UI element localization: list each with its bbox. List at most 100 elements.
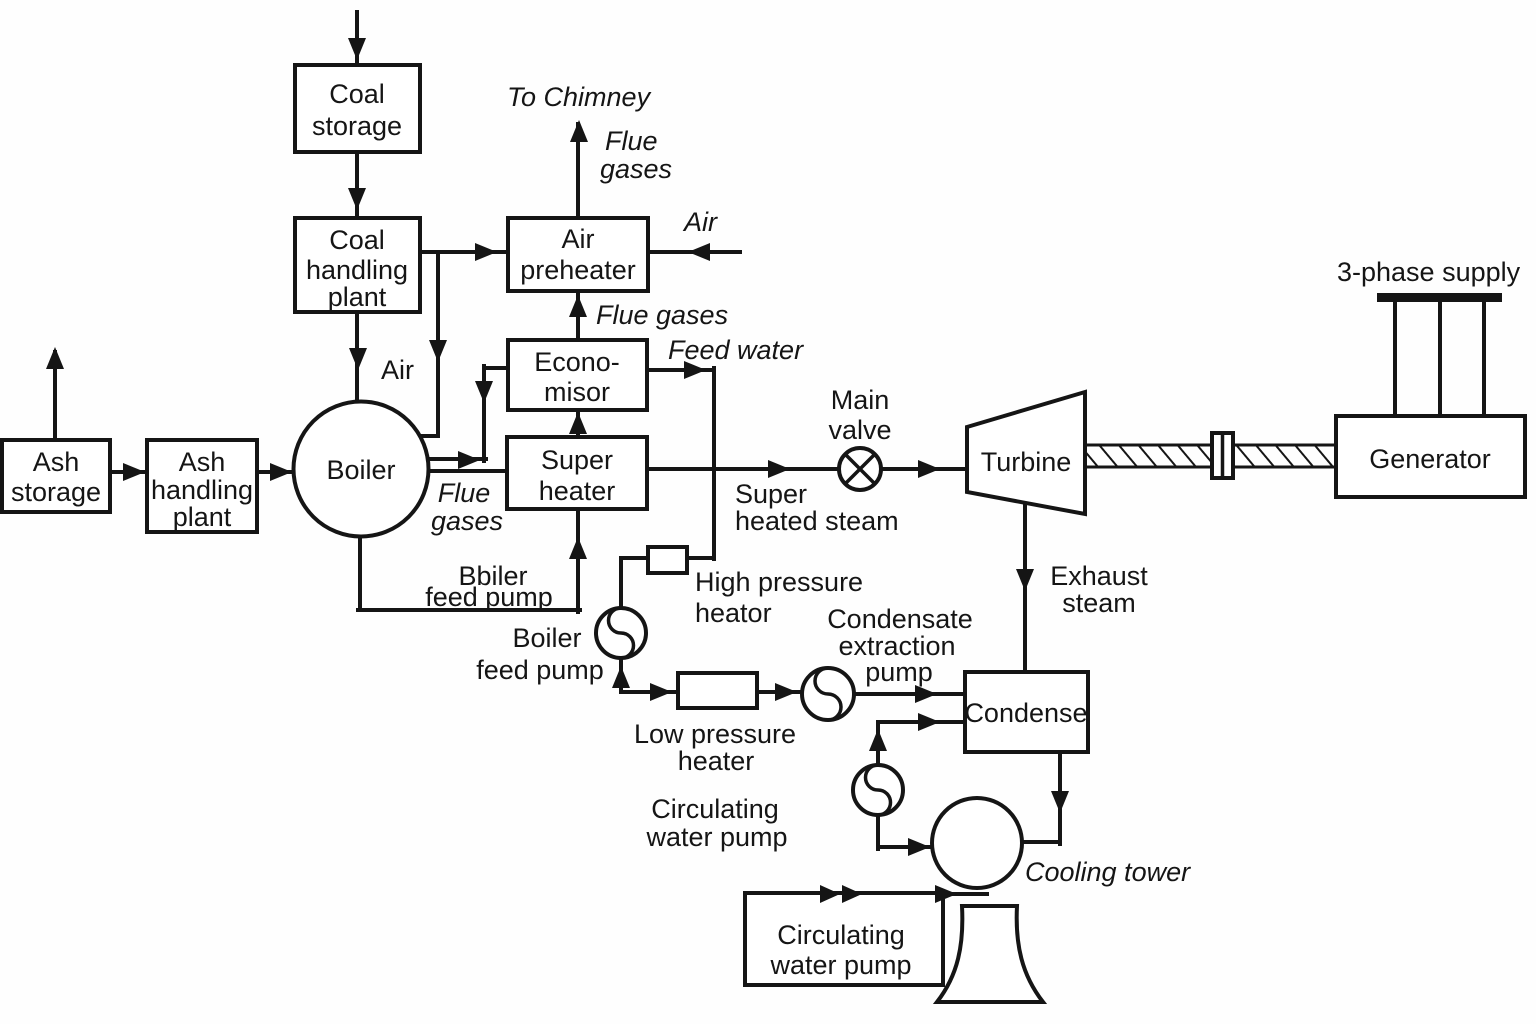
ash-storage-label: storage — [11, 477, 101, 507]
air-to-boiler-label: Air — [381, 355, 414, 385]
circulating-water-pump-label: Circulating — [651, 794, 779, 824]
arrow-into-economiser-bottom — [569, 412, 587, 434]
flue-gases-boiler-label: Flue — [438, 478, 491, 508]
coal-handling-box — [293, 216, 422, 314]
cooling-tower-shape — [932, 904, 1048, 1004]
cooling-tower-basin — [930, 796, 1024, 890]
arrow-condenser-down — [1051, 791, 1069, 813]
condensate-extraction-pump-label: pump — [865, 657, 933, 687]
high-pressure-heater-box — [646, 545, 689, 575]
arrow-air-intake — [688, 243, 710, 261]
arrow-coal-into-boiler — [349, 348, 367, 370]
bbiler-feed-pump-label: Bbiler — [458, 561, 527, 591]
labels: Coal storage Coal handling plant Ash sto… — [11, 79, 1521, 980]
circ-water-pump-box-label: water pump — [769, 950, 911, 980]
coal-storage-box — [293, 63, 422, 154]
arrowheads — [46, 38, 1069, 903]
high-pressure-heater-label: heator — [695, 598, 772, 628]
to-chimney-label: To Chimney — [507, 82, 652, 112]
low-pressure-heater-box — [676, 671, 759, 710]
turbine-label: Turbine — [981, 447, 1072, 477]
economiser-label: misor — [544, 377, 610, 407]
arrow-exhaust — [1016, 569, 1034, 591]
arrow-into-preheater-bottom — [569, 295, 587, 317]
condenser-box — [963, 670, 1090, 754]
superheater-label: Super — [541, 445, 613, 475]
boiler-feed-pump-label: feed pump — [476, 655, 604, 685]
feed-water-label: Feed water — [668, 335, 804, 365]
low-pressure-heater-label: Low pressure — [634, 719, 796, 749]
high-pressure-heater-label: High pressure — [695, 567, 863, 597]
arrow-into-tower-basin — [908, 838, 930, 856]
arrow-into-preheater — [475, 243, 497, 261]
coal-storage-label: storage — [312, 111, 402, 141]
arrow-cepump-condenser — [915, 685, 937, 703]
cooling-tower-label: Cooling tower — [1025, 857, 1191, 887]
arrow-to-chimney — [570, 120, 588, 142]
coal-storage-label: Coal — [329, 79, 385, 109]
main-valve-label: valve — [828, 415, 891, 445]
super-heated-steam-label: heated steam — [735, 506, 899, 536]
economiser-label: Econo- — [534, 347, 620, 377]
three-phase-supply-label: 3-phase supply — [1337, 257, 1521, 287]
ash-handling-label: plant — [173, 502, 232, 532]
air-preheater-label: Air — [562, 224, 595, 254]
arrow-circ-1 — [820, 885, 840, 903]
superheater-box — [505, 435, 649, 511]
arrow-into-coal-handling — [348, 188, 366, 210]
boiler-label: Boiler — [326, 455, 395, 485]
flue-gases-top-label: gases — [600, 154, 672, 184]
arrow-into-bfpump — [612, 666, 630, 688]
valve-x-2 — [843, 452, 877, 486]
arrow-into-superheater — [569, 537, 587, 559]
coal-handling-label: handling — [306, 255, 408, 285]
main-valve-label: Main — [831, 385, 890, 415]
condenser-label: Condense — [964, 698, 1087, 728]
ash-handling-box — [145, 438, 259, 534]
arrow-into-cepump — [775, 683, 797, 701]
flue-gases-mid-label: Flue gases — [596, 300, 728, 330]
coal-handling-label: plant — [328, 282, 387, 312]
exhaust-steam-label: Exhaust — [1050, 561, 1148, 591]
arrow-ash-to-boiler — [270, 463, 292, 481]
boiler-feed-pump-label: Boiler — [512, 623, 581, 653]
coal-handling-label: Coal — [329, 225, 385, 255]
arrow-ash-to-handling — [123, 463, 145, 481]
circ-water-pump-box-label: Circulating — [777, 920, 905, 950]
circulating-water-pump-s — [863, 763, 893, 817]
superheater-label: heater — [539, 476, 616, 506]
boiler-feed-pump-s — [606, 606, 636, 660]
arrow-into-condenser-low — [918, 713, 940, 731]
air-preheater-box — [506, 216, 650, 293]
super-heated-steam-label: Super — [735, 479, 807, 509]
arrow-steam-to-valve — [768, 460, 790, 478]
condensate-extraction-pump-label: extraction — [838, 631, 955, 661]
arrow-into-lpheater — [650, 683, 672, 701]
generator-label: Generator — [1369, 444, 1491, 474]
boiler-circle — [291, 399, 431, 539]
arrow-steam-to-turbine — [918, 460, 940, 478]
arrow-feed-water — [684, 361, 706, 379]
circulating-water-pump-label: water pump — [645, 822, 787, 852]
generator-box — [1334, 414, 1527, 499]
equipment — [0, 63, 1527, 1004]
arrow-ash-vent — [46, 347, 64, 369]
arrow-flue-right — [458, 451, 480, 469]
arrow-feed-down — [475, 381, 493, 403]
bbiler-feed-pump-label: feed pump — [425, 582, 553, 612]
arrow-circ-2 — [842, 885, 862, 903]
ash-storage-box — [0, 438, 112, 514]
ash-handling-label: Ash — [179, 447, 226, 477]
economiser-box — [506, 338, 649, 412]
air-preheater-label: preheater — [520, 255, 636, 285]
ash-handling-label: handling — [151, 475, 253, 505]
low-pressure-heater-label: heater — [678, 746, 755, 776]
condensate-extraction-pump-s — [813, 666, 843, 722]
flue-gases-top-label: Flue — [605, 126, 658, 156]
arrow-cwpump-up — [869, 729, 887, 751]
busbar — [1377, 293, 1502, 302]
condensate-extraction-pump-label: Condensate — [827, 604, 973, 634]
flue-gases-boiler-label: gases — [431, 506, 503, 536]
turbine-shape — [965, 389, 1087, 517]
